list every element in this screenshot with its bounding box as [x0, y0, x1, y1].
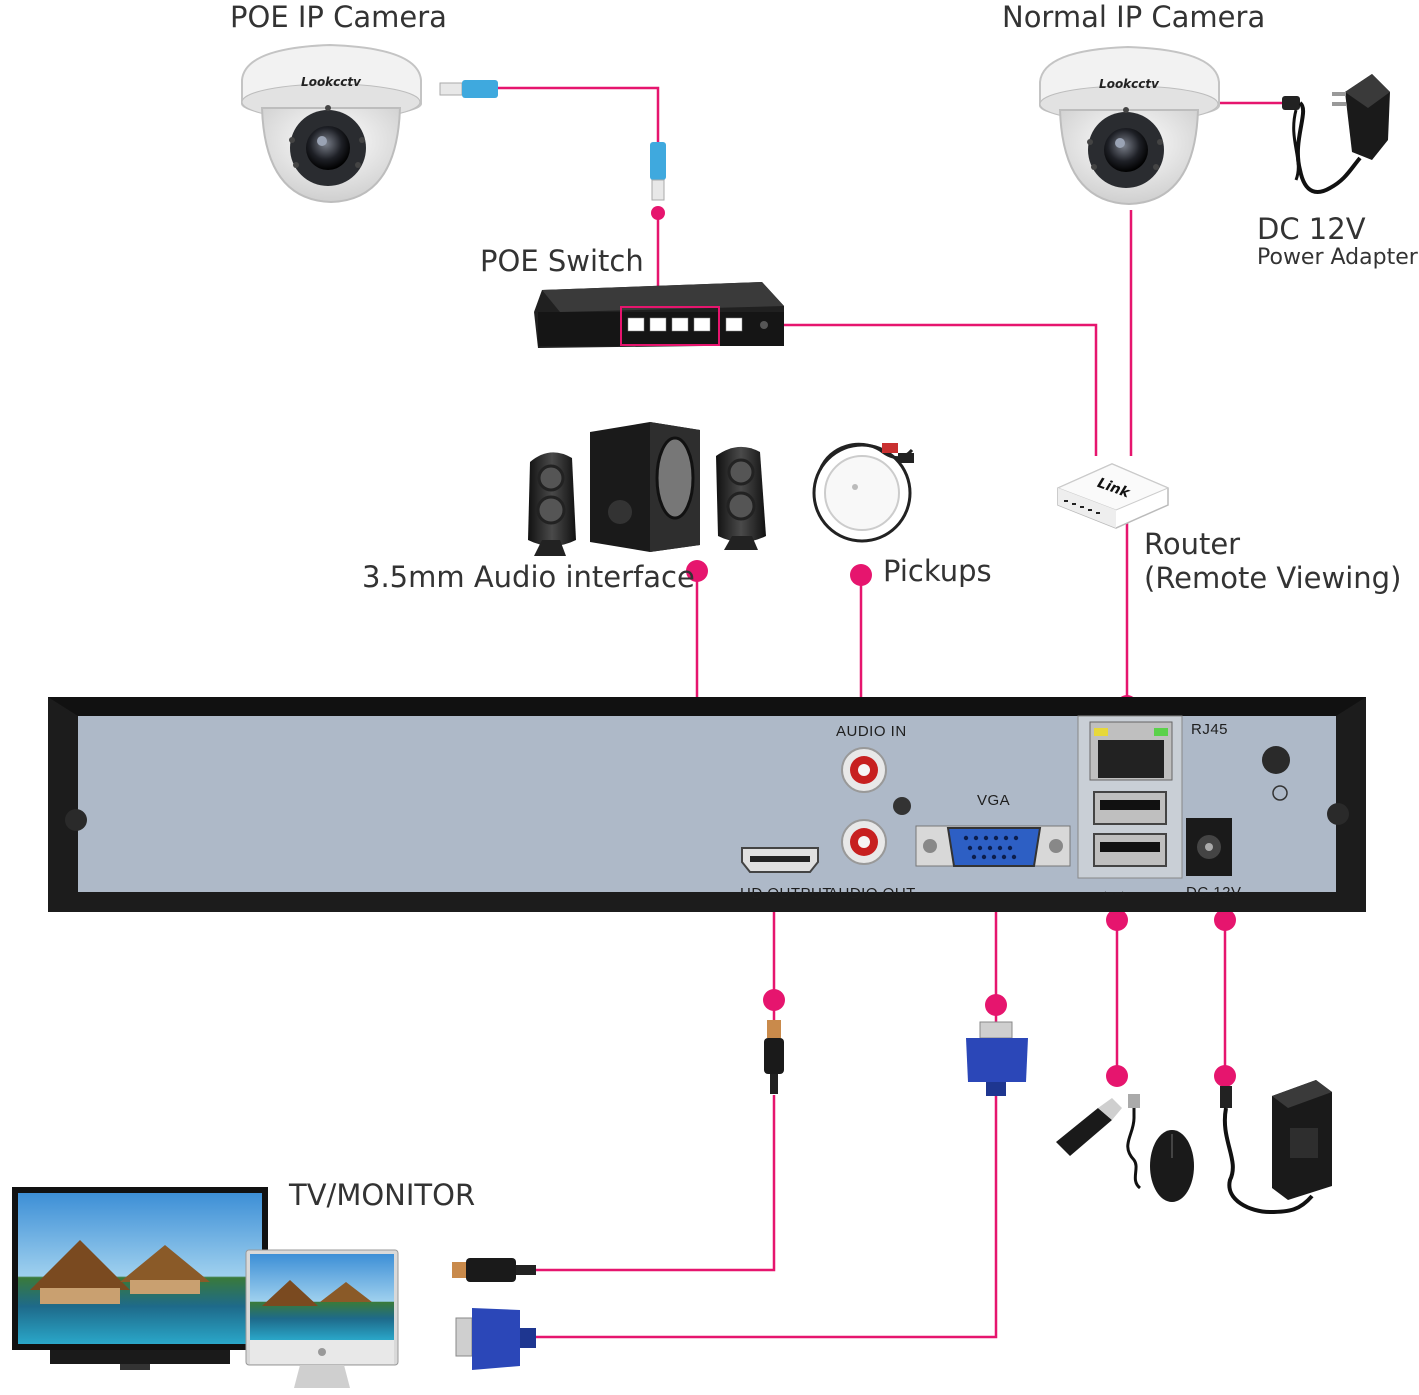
camera-brand-text: Lookcctv [301, 75, 362, 89]
router-label: Router [1144, 527, 1241, 561]
speaker-system-icon [528, 422, 766, 556]
router-sublabel: (Remote Viewing) [1144, 561, 1402, 595]
rj45-label: RJ45 [1191, 721, 1229, 738]
dc-adapter-subtitle: Power Adapter [1257, 245, 1418, 270]
audio-in-label: AUDIO IN [836, 723, 907, 740]
power-adapter-icon [1282, 74, 1390, 194]
mouse-icon [1126, 1094, 1194, 1202]
hd-output-label: HD OUTPUT [740, 885, 832, 902]
vga-plug-icon [455, 1308, 536, 1370]
poe-switch-icon [534, 282, 784, 348]
usb-symbol-icon: ⭠⭢ [1102, 884, 1126, 902]
audio-out-label: AUDIO OUT [828, 885, 916, 902]
dot-pickups [850, 564, 872, 586]
audio-interface-label: 3.5mm Audio interface [362, 560, 695, 594]
wire-switch-to-router [782, 323, 1098, 456]
nvr-icon: ⭠⭢ [48, 697, 1366, 912]
router-icon: Link [1056, 463, 1170, 529]
hdmi-plug-icon [764, 1020, 784, 1094]
wire-hdmi-to-monitor [535, 1095, 776, 1272]
wire-poe-camera-to-switch [498, 86, 660, 145]
dot-usb-devices [1106, 1065, 1128, 1087]
vga-plug-icon [966, 1021, 1028, 1096]
tv-monitor-label: TV/MONITOR [289, 1178, 476, 1212]
monitor-icon [12, 1187, 268, 1370]
dome-camera-icon: Lookcctv [241, 43, 422, 204]
camera-brand-text: Lookcctv [1099, 77, 1160, 91]
poe-camera-label: POE IP Camera [230, 0, 447, 34]
rj45-port[interactable] [1089, 721, 1173, 781]
dot-usb-port [1106, 909, 1128, 931]
dot-dc-port [1214, 909, 1236, 931]
monitor-icon [245, 1249, 399, 1388]
power-adapter-icon [1220, 1080, 1332, 1215]
normal-camera-label: Normal IP Camera [1002, 0, 1266, 34]
dc12v-label: DC 12V [1186, 884, 1242, 901]
dot-hdmi-cable [763, 989, 785, 1011]
dot-vga-cable [985, 994, 1007, 1016]
rj45-plug-icon [650, 142, 666, 201]
usb-port[interactable] [1093, 791, 1167, 825]
dot-power-adapter [1214, 1065, 1236, 1087]
dot-switch-top [651, 206, 665, 220]
dc-adapter-title: DC 12V [1257, 212, 1366, 246]
hdmi-plug-icon [452, 1258, 536, 1282]
wire-vga-to-monitor [535, 1092, 998, 1339]
poe-switch-label: POE Switch [480, 244, 644, 278]
pickups-label: Pickups [883, 554, 992, 588]
rj45-plug-icon [439, 80, 498, 98]
dome-camera-icon: Lookcctv [1039, 45, 1220, 206]
dot-audio-interface [686, 560, 708, 582]
usb-port[interactable] [1093, 833, 1167, 867]
microphone-pickup-icon [812, 442, 914, 543]
poe-ports-highlight [620, 306, 720, 346]
vga-port[interactable] [915, 825, 1071, 867]
vga-label: VGA [977, 792, 1011, 809]
usb-drive-icon [1056, 1098, 1122, 1156]
